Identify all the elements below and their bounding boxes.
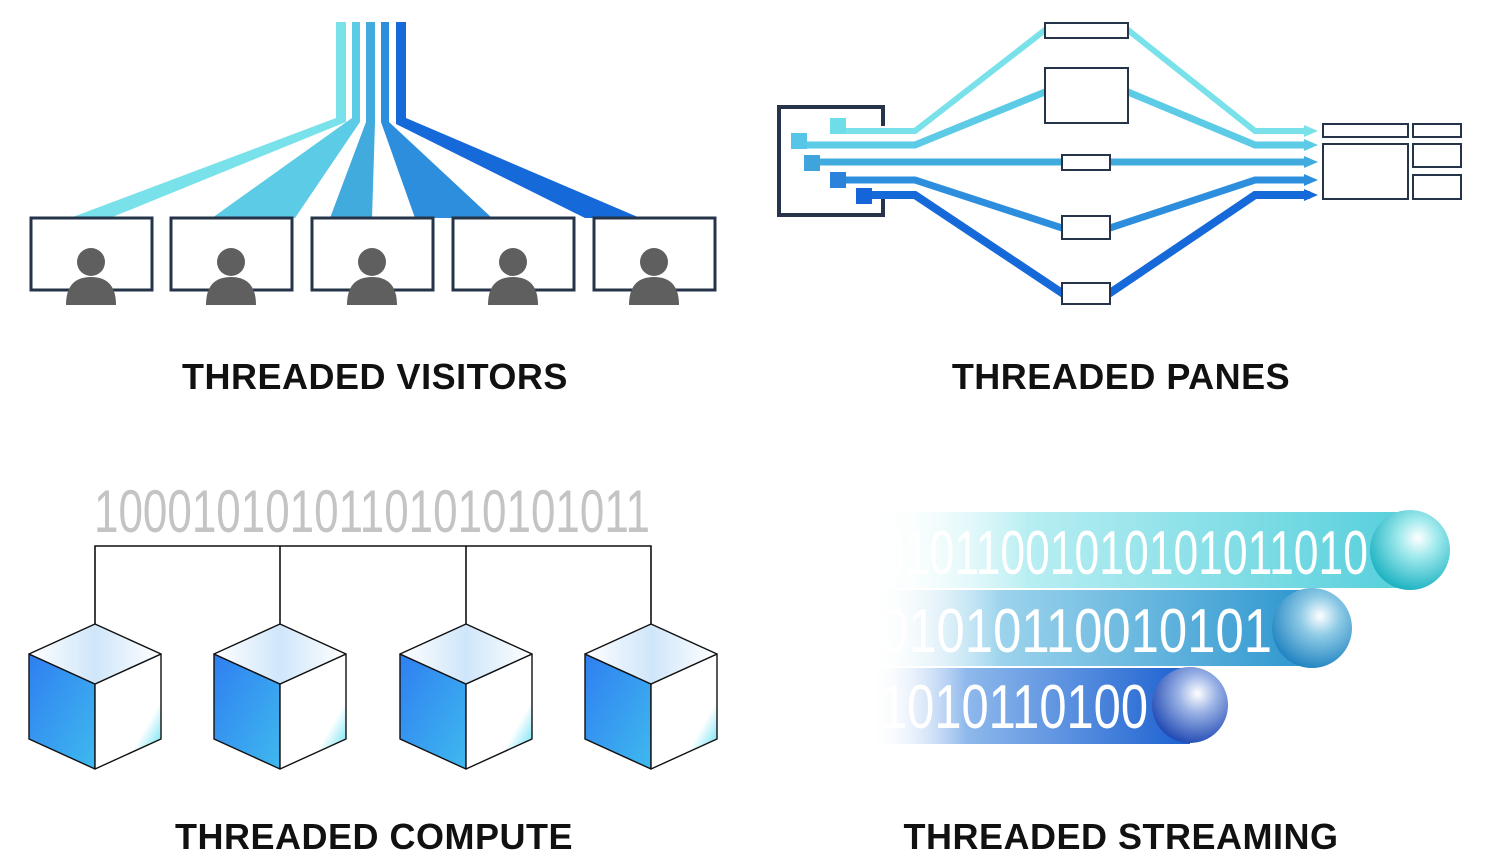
monitor-icon: [451, 216, 576, 305]
source-bracket: [777, 105, 885, 217]
person-icon: [629, 248, 679, 305]
pane-box: [1061, 154, 1111, 171]
cube-icon: [399, 623, 533, 770]
stream-binary: 01011001010101011010: [880, 519, 1368, 588]
threaded-streaming-diagram: 01011001010101011010 01010110010101 1010…: [870, 510, 1450, 744]
source-block: [856, 188, 872, 204]
sphere-icon: [1152, 667, 1228, 743]
person-icon: [488, 248, 538, 305]
source-block: [804, 155, 820, 171]
visitor-monitors: [29, 216, 717, 305]
cube-icon: [584, 623, 718, 770]
monitor-icon: [310, 216, 435, 305]
stream-row: 01011001010101011010: [870, 510, 1450, 590]
destination-layout: [1322, 123, 1462, 200]
cube-icon: [213, 623, 347, 770]
cube-icon: [28, 623, 162, 770]
source-block: [791, 133, 807, 149]
person-icon: [206, 248, 256, 305]
caption-threaded-streaming: THREADED STREAMING: [903, 816, 1339, 857]
sphere-icon: [1272, 588, 1352, 668]
source-block: [830, 118, 846, 134]
threaded-compute-diagram: 10001010101101010101011: [28, 478, 718, 770]
monitor-icon: [29, 216, 154, 305]
compute-connectors: [87, 545, 659, 657]
threaded-visitors-diagram: [29, 22, 717, 305]
sphere-icon: [1370, 510, 1450, 590]
stream-binary: 1010110100: [880, 673, 1148, 742]
compute-cubes: [28, 623, 718, 770]
monitor-icon: [169, 216, 294, 305]
stream-row: 01010110010101: [870, 588, 1352, 668]
pane-box: [1044, 22, 1129, 39]
monitor-icon: [592, 216, 717, 305]
visitor-beams: [70, 22, 640, 218]
stream-row: 1010110100: [870, 667, 1228, 744]
caption-threaded-compute: THREADED COMPUTE: [174, 816, 573, 857]
stream-binary: 01010110010101: [880, 597, 1272, 666]
person-icon: [66, 248, 116, 305]
pane-box: [1061, 282, 1111, 305]
source-block: [830, 172, 846, 188]
threaded-panes-diagram: [777, 22, 1462, 305]
caption-threaded-panes: THREADED PANES: [951, 356, 1291, 397]
arrow-icon: [1304, 125, 1318, 201]
pane-box: [1044, 67, 1129, 124]
binary-string: 10001010101101010101011: [94, 478, 650, 545]
person-icon: [347, 248, 397, 305]
pane-box: [1061, 215, 1111, 240]
caption-threaded-visitors: THREADED VISITORS: [182, 356, 568, 397]
